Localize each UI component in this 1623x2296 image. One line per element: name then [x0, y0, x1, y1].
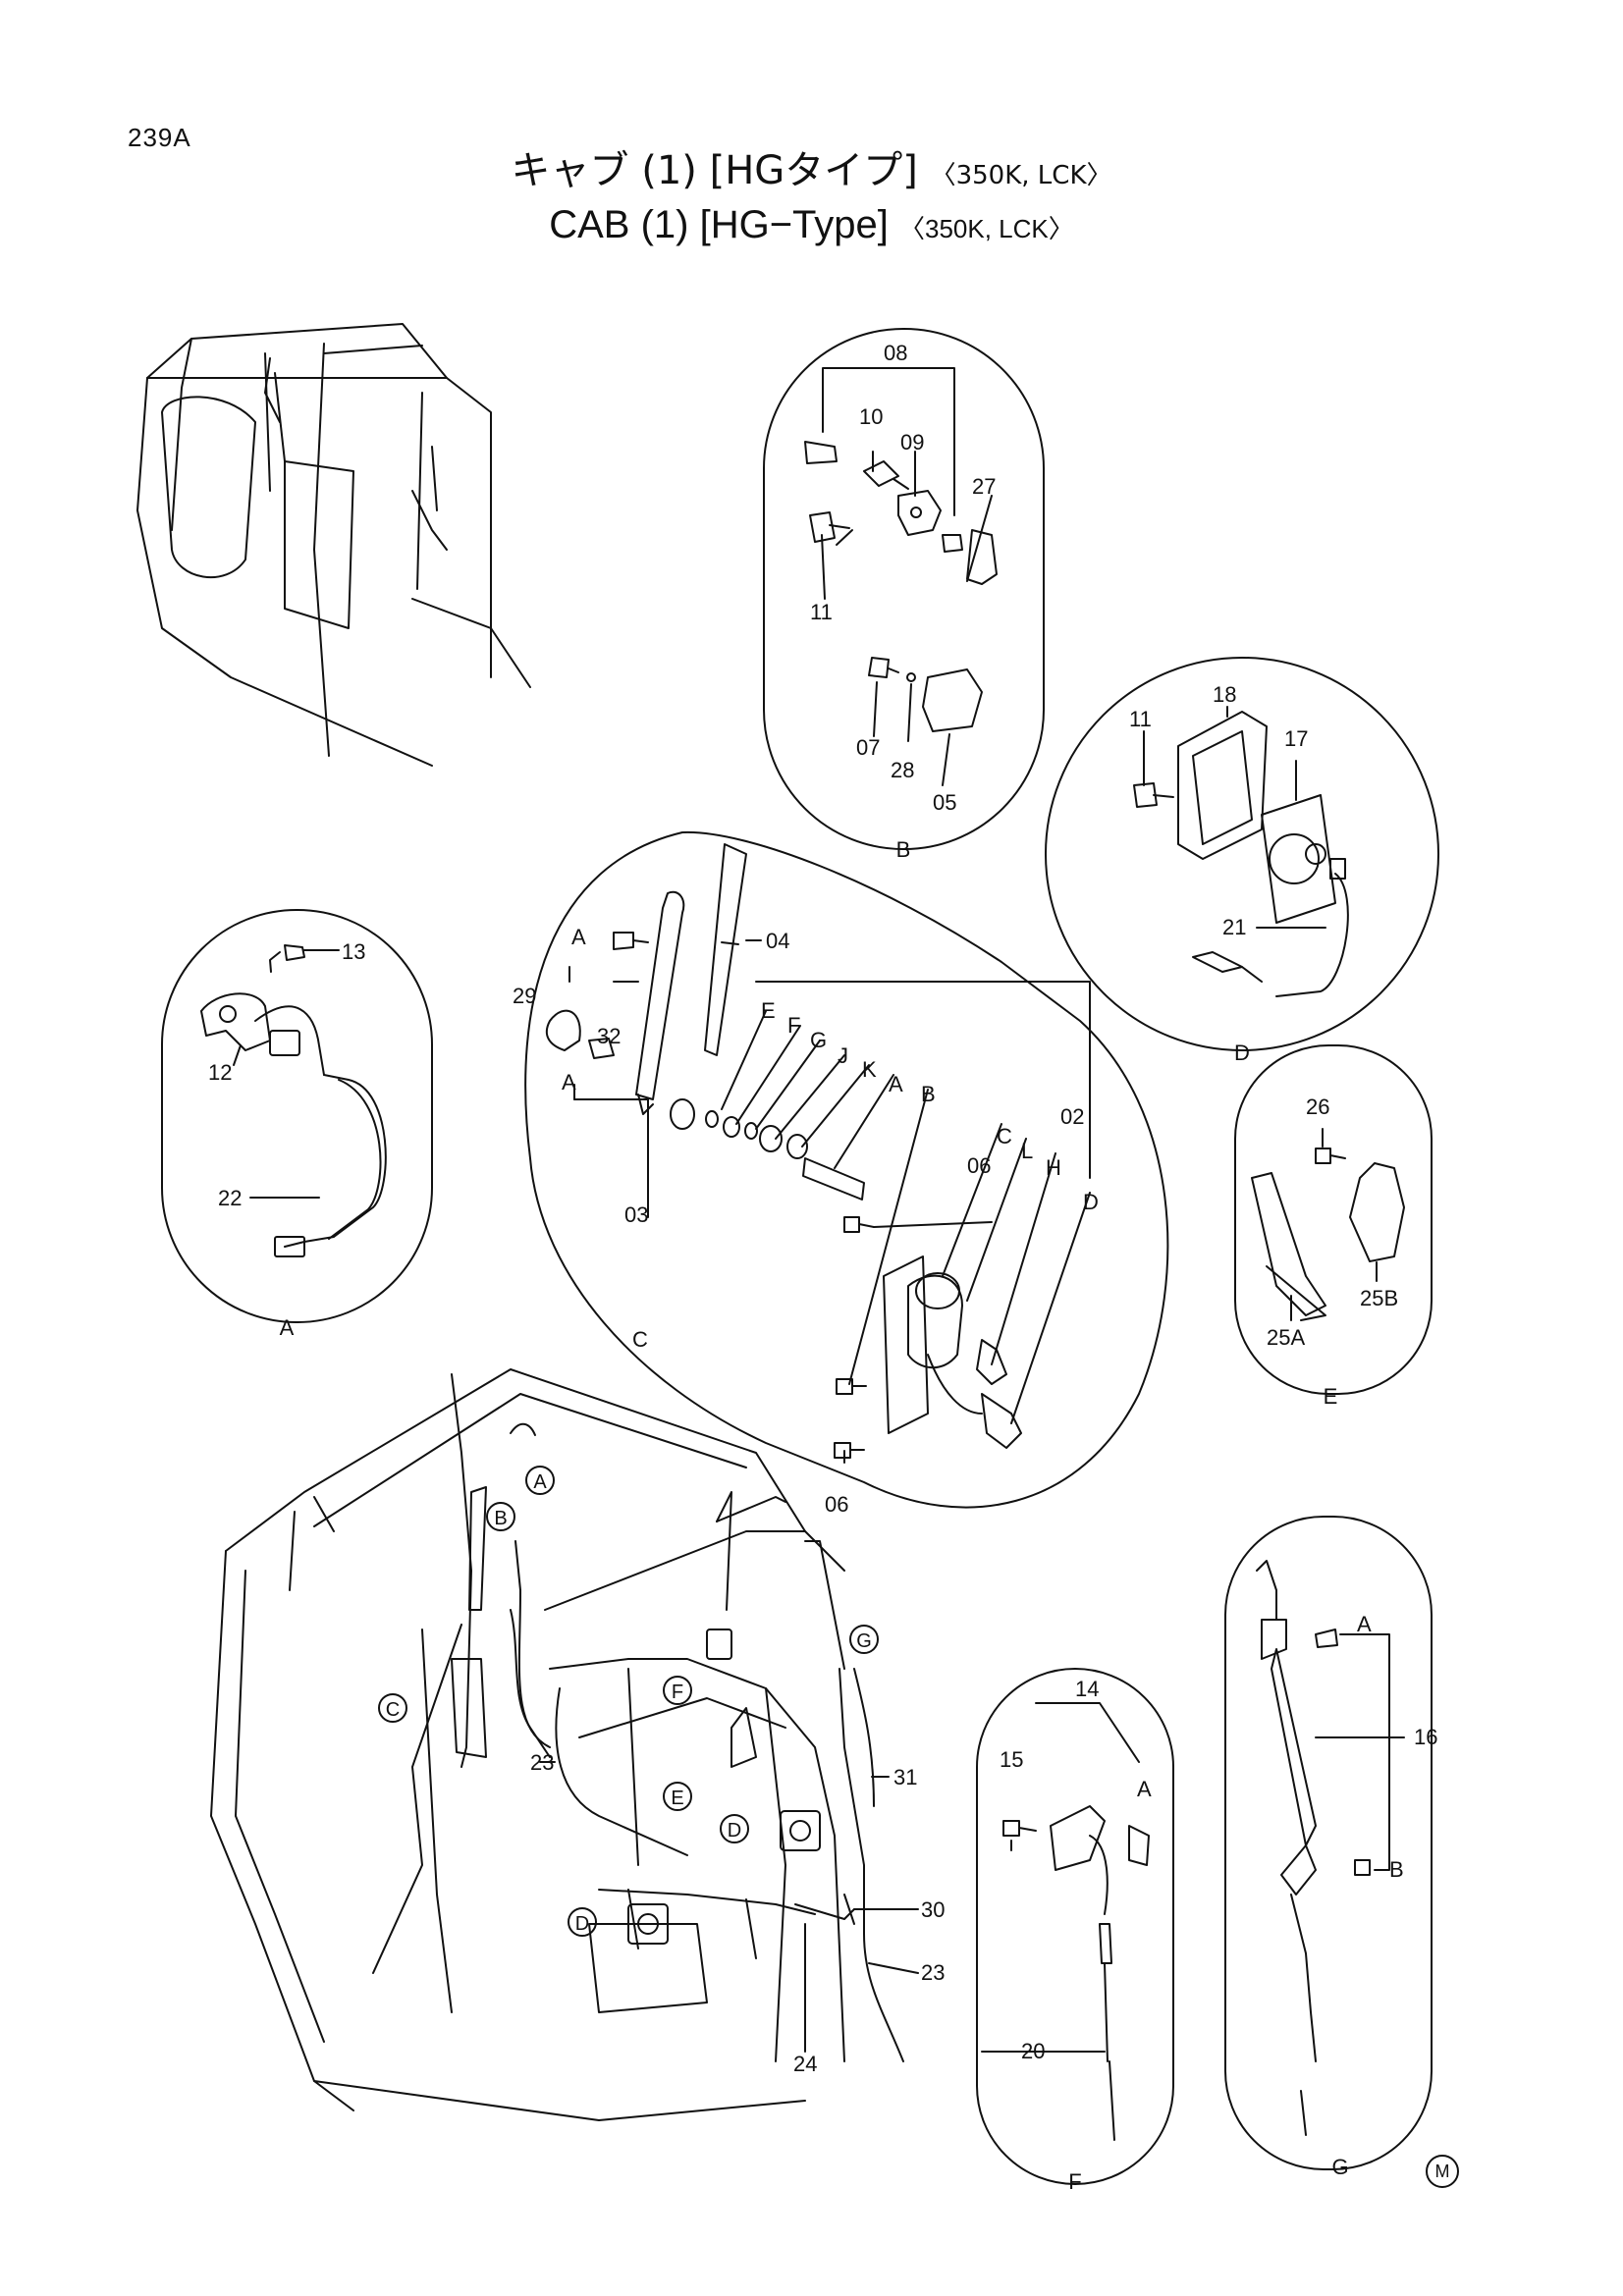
sub-letter: J — [838, 1043, 848, 1068]
part-label: 16 — [1414, 1725, 1437, 1749]
detail-d-callout — [1045, 657, 1439, 1051]
title-japanese: キャブ (1) [HGタイプ] 〈350K, LCK〉 — [0, 147, 1623, 199]
part-label: 11 — [810, 600, 833, 624]
sub-letter: G — [810, 1028, 827, 1052]
part-label: 14 — [1075, 1677, 1099, 1701]
sub-letter: E — [761, 998, 776, 1023]
sub-letter: H — [1046, 1155, 1061, 1180]
sub-letter: A — [562, 1070, 576, 1095]
part-label: 11 — [1129, 707, 1152, 731]
cab-callout-letter: E — [671, 1788, 683, 1809]
detail-g-callout — [1224, 1516, 1433, 2170]
part-label: 30 — [921, 1897, 945, 1922]
part-label: 09 — [900, 430, 924, 454]
part-label: 23 — [921, 1960, 945, 1985]
sub-letter: D — [1083, 1190, 1099, 1214]
part-label: 18 — [1213, 682, 1236, 707]
sub-letter: C — [997, 1124, 1012, 1148]
title-japanese-main: キャブ (1) [HGタイプ] — [511, 148, 918, 193]
cab-callout-letter: F — [672, 1682, 683, 1703]
cab-overview-illustration — [136, 323, 531, 767]
main-cab-illustration — [210, 1368, 919, 2121]
part-label: 06 — [825, 1492, 848, 1517]
cab-callout-letter: B — [494, 1508, 507, 1529]
part-label: 13 — [342, 939, 365, 964]
part-label: 15 — [1000, 1747, 1023, 1772]
detail-b-label: B — [896, 837, 911, 862]
sub-letter: A — [1357, 1612, 1372, 1636]
part-label: 29 — [513, 984, 536, 1008]
detail-a-label: A — [280, 1315, 295, 1340]
cab-callout-letter: D — [575, 1913, 589, 1935]
sub-letter: B — [921, 1082, 936, 1106]
page-number: 239A — [128, 123, 191, 152]
part-label: 17 — [1284, 726, 1308, 751]
part-label: 23 — [530, 1750, 554, 1775]
detail-c-label: C — [632, 1327, 648, 1352]
part-label: 31 — [893, 1765, 917, 1789]
sub-letter: B — [1389, 1857, 1404, 1882]
detail-b-callout — [763, 328, 1045, 850]
part-label: 03 — [624, 1202, 648, 1227]
cab-callout-letter: A — [533, 1471, 547, 1493]
part-label: 32 — [597, 1024, 621, 1048]
sub-letter: K — [862, 1057, 877, 1082]
part-label: 02 — [1060, 1104, 1084, 1129]
detail-f-callout — [976, 1668, 1174, 2185]
part-label: 12 — [208, 1060, 232, 1085]
part-label: 07 — [856, 735, 880, 760]
sub-letter: F — [787, 1013, 800, 1038]
sub-letter: L — [1021, 1139, 1033, 1163]
corner-mark: M — [1426, 2155, 1459, 2188]
title-english: CAB (1) [HG−Type] 〈350K, LCK〉 — [0, 201, 1623, 252]
part-label: 21 — [1222, 915, 1246, 939]
detail-f-label: F — [1068, 2169, 1081, 2194]
sub-letter: A — [1137, 1777, 1152, 1801]
sub-letter: A — [571, 925, 586, 949]
sub-letter: A — [889, 1072, 903, 1096]
part-label: 20 — [1021, 2039, 1045, 2063]
detail-g-label: G — [1331, 2155, 1348, 2179]
detail-e-label: E — [1324, 1384, 1338, 1409]
part-label: 25A — [1267, 1325, 1305, 1350]
title-japanese-variant: 〈350K, LCK〉 — [930, 161, 1112, 190]
part-label: 10 — [859, 404, 883, 429]
detail-e-callout — [1234, 1044, 1433, 1395]
part-label: 25B — [1360, 1286, 1398, 1310]
cab-callout-letter: D — [728, 1820, 741, 1842]
part-label: 26 — [1306, 1095, 1329, 1119]
part-label: 06 — [967, 1153, 991, 1178]
part-label: 27 — [972, 474, 996, 499]
part-label: 05 — [933, 790, 956, 815]
title-english-variant: 〈350K, LCK〉 — [899, 214, 1074, 243]
cab-callout-letter: G — [856, 1630, 872, 1652]
cab-callout-letter: C — [386, 1699, 400, 1721]
detail-d-label: D — [1234, 1041, 1250, 1065]
detail-c-callout — [524, 830, 1169, 1509]
detail-a-callout — [161, 909, 433, 1323]
part-label: 22 — [218, 1186, 242, 1210]
part-label: 04 — [766, 929, 789, 953]
title-english-main: CAB (1) [HG−Type] — [549, 203, 889, 246]
part-label: 24 — [793, 2052, 817, 2076]
part-label: 28 — [891, 758, 914, 782]
part-label: 08 — [884, 341, 907, 365]
